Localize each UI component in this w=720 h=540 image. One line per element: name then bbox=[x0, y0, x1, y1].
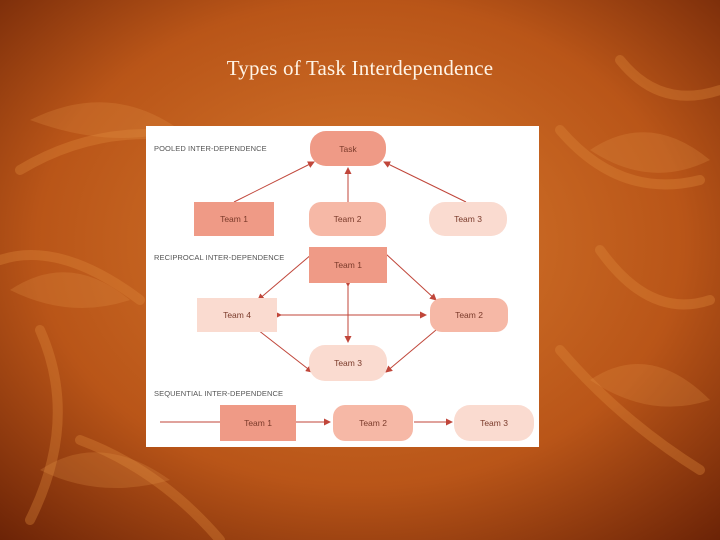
pooled-team1-node: Team 1 bbox=[194, 202, 274, 236]
slide-title: Types of Task Interdependence bbox=[226, 56, 494, 80]
interdependence-diagram: POOLED INTER-DEPENDENCE Task Team 1 Team… bbox=[146, 126, 539, 447]
reciprocal-arrow-2-3 bbox=[385, 323, 443, 373]
pooled-team2-node: Team 2 bbox=[309, 202, 386, 236]
sequential-team1-node: Team 1 bbox=[220, 405, 296, 441]
pooled-section-label: POOLED INTER-DEPENDENCE bbox=[154, 144, 267, 153]
reciprocal-arrow-1-4 bbox=[257, 247, 319, 301]
reciprocal-team4-node: Team 4 bbox=[197, 298, 277, 332]
sequential-team2-node: Team 2 bbox=[333, 405, 413, 441]
reciprocal-team2-node: Team 2 bbox=[430, 298, 508, 332]
reciprocal-team1-node: Team 1 bbox=[309, 247, 387, 283]
pooled-team3-node: Team 3 bbox=[429, 202, 507, 236]
sequential-section-label: SEQUENTIAL INTER-DEPENDENCE bbox=[154, 389, 284, 398]
reciprocal-arrow-4-3 bbox=[251, 323, 313, 373]
reciprocal-section-label: RECIPROCAL INTER-DEPENDENCE bbox=[154, 253, 285, 262]
pooled-arrow-team1-task bbox=[233, 161, 315, 203]
reciprocal-team3-node: Team 3 bbox=[309, 345, 387, 381]
pooled-task-node: Task bbox=[310, 131, 386, 166]
reciprocal-arrow-1-2 bbox=[379, 247, 437, 301]
sequential-team3-node: Team 3 bbox=[454, 405, 534, 441]
diagram-arrows bbox=[160, 161, 467, 426]
leaf-pattern bbox=[0, 55, 720, 540]
pooled-arrow-team3-task bbox=[383, 161, 467, 203]
